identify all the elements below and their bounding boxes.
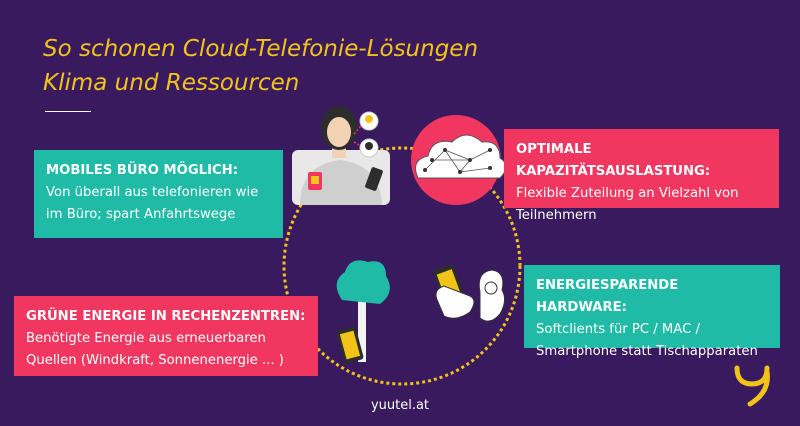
box-text-line: Flexible Zuteilung an Vielzahl von — [516, 186, 739, 201]
info-box-hardware: ENERGIESPARENDE HARDWARE: Softclients fü… — [524, 265, 780, 359]
footer-url[interactable]: yuutel.at — [370, 398, 430, 413]
box-text-line: Teilnehmern — [516, 208, 597, 223]
title-divider — [45, 111, 91, 112]
box-heading: MOBILES BÜRO MÖGLICH: — [46, 163, 238, 178]
yuutel-logo-icon — [734, 365, 770, 407]
woman-phone-icon — [292, 106, 390, 205]
box-text-line: Von überall aus telefonieren wie — [46, 185, 259, 200]
box-heading: ENERGIESPARENDE HARDWARE: — [536, 278, 679, 315]
box-text-line: Quellen (Windkraft, Sonnenenergie ... ) — [26, 353, 284, 368]
info-box-green-energy: GRÜNE ENERGIE IN RECHENZENTREN: Benötigt… — [14, 296, 318, 376]
hand-phone-icon — [433, 264, 506, 322]
page-title: So schonen Cloud-Telefonie-Lösungen Klim… — [43, 32, 478, 100]
box-heading: GRÜNE ENERGIE IN RECHENZENTREN: — [26, 309, 306, 324]
title-line-1: So schonen Cloud-Telefonie-Lösungen — [43, 36, 479, 62]
box-heading: OPTIMALE KAPAZITÄTSAUSLASTUNG: — [516, 142, 711, 179]
info-box-mobile-office: MOBILES BÜRO MÖGLICH: Von überall aus te… — [34, 150, 283, 238]
box-text-line: Smartphone statt Tischapparaten — [536, 344, 758, 359]
tree-phone-icon — [336, 260, 390, 364]
info-box-capacity: OPTIMALE KAPAZITÄTSAUSLASTUNG: Flexible … — [504, 129, 779, 223]
box-text-line: im Büro; spart Anfahrtswege — [46, 207, 236, 222]
cycle-ring — [282, 146, 522, 386]
box-text-line: Softclients für PC / MAC / — [536, 322, 700, 337]
cloud-network-icon — [411, 115, 507, 205]
title-line-2: Klima und Ressourcen — [43, 70, 300, 96]
box-text-line: Benötigte Energie aus erneuerbaren — [26, 331, 266, 346]
